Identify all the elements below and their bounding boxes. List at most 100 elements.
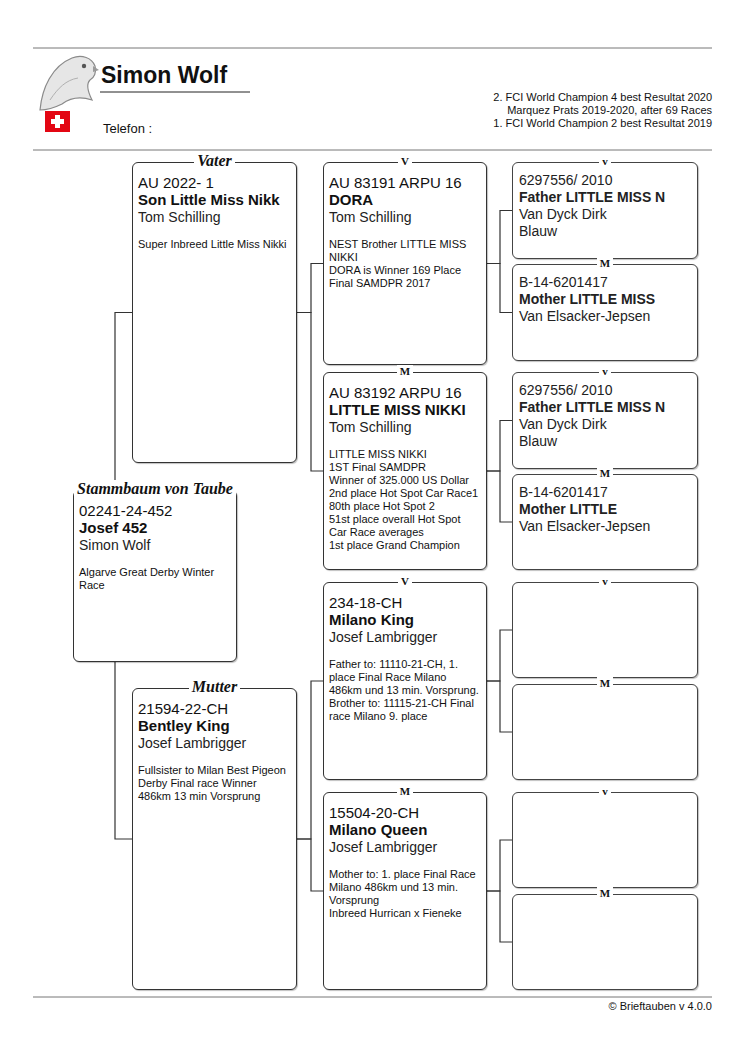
ring-number: 6297556/ 2010 (519, 382, 691, 399)
box-heading-holder: M (324, 364, 486, 378)
parent-box: V234-18-CHMilano KingJosef LambriggerFat… (323, 582, 487, 780)
ring-number: 15504-20-CH (329, 804, 480, 821)
box-heading-holder: Stammbaum von Taube (74, 480, 236, 498)
ancestor-box: v (512, 792, 698, 888)
pedigree-connector (487, 681, 512, 732)
box-heading-holder: V (324, 574, 486, 588)
box-heading-holder: M (513, 676, 697, 690)
note-text: DORA is Winner 169 Place Final SAMDPR 20… (329, 264, 480, 290)
note-text: Mother to: 1. place Final Race Milano 48… (329, 868, 480, 907)
breeder-name: Simon Wolf (79, 537, 230, 554)
pedigree-connector (487, 211, 512, 264)
pigeon-name: Josef 452 (79, 519, 230, 537)
ring-number: AU 83191 ARPU 16 (329, 174, 480, 191)
award-note: Marquez Prats 2019-2020, after 69 Races (507, 104, 712, 117)
box-heading-holder: v (513, 364, 697, 378)
pedigree-connector (487, 630, 512, 681)
breeder-name: Tom Schilling (138, 209, 290, 226)
box-heading-holder: v (513, 574, 697, 588)
pedigree-connector (297, 681, 323, 839)
box-heading: v (599, 785, 611, 797)
ancestor-box: v6297556/ 2010Father LITTLE MISS NVan Dy… (512, 372, 698, 469)
pedigree-connector (487, 471, 512, 522)
breeder-name: Van Elsacker-Jepsen (519, 308, 691, 325)
box-heading: v (599, 155, 611, 167)
ancestor-box: MB-14-6201417Mother LITTLEVan Elsacker-J… (512, 474, 698, 570)
box-heading-holder: M (513, 256, 697, 270)
box-heading: v (599, 365, 611, 377)
box-heading: v (599, 575, 611, 587)
box-heading-holder: M (324, 784, 486, 798)
parent-box: MAU 83192 ARPU 16LITTLE MISS NIKKITom Sc… (323, 372, 487, 570)
note-text: 2nd place Hot Spot Car Race1 (329, 487, 480, 500)
pigeon-name: Mother LITTLE MISS (519, 291, 691, 308)
breeder-name: Josef Lambrigger (329, 839, 480, 856)
box-heading-holder: V (324, 154, 486, 168)
note-text: NEST Brother LITTLE MISS NIKKI (329, 238, 480, 264)
header-rule (33, 48, 712, 49)
box-heading: M (597, 677, 613, 689)
note-text: LITTLE MISS NIKKI (329, 448, 480, 461)
parent-box: VAU 83191 ARPU 16DORATom SchillingNEST B… (323, 162, 487, 365)
box-heading-holder: M (513, 466, 697, 480)
breeder-name: Josef Lambrigger (329, 629, 480, 646)
box-heading-holder: M (513, 886, 697, 900)
note-text: Brother to: 11115-21-CH Final race Milan… (329, 697, 480, 723)
note-text: Inbreed Hurrican x Fieneke (329, 907, 480, 920)
ring-number: AU 2022- 1 (138, 174, 290, 191)
pedigree-connector (297, 264, 323, 313)
copyright: © Brieftauben v 4.0.0 (608, 1000, 712, 1013)
page-title: Simon Wolf (101, 62, 227, 89)
pedigree-box: VaterAU 2022- 1Son Little Miss NikkTom S… (132, 162, 297, 463)
ancestor-box: M (512, 894, 698, 990)
note-text: Winner of 325.000 US Dollar (329, 474, 480, 487)
ancestor-box: v (512, 582, 698, 678)
box-heading: M (397, 785, 413, 797)
pedigree-box: Stammbaum von Taube02241-24-452Josef 452… (73, 490, 237, 662)
award-note: 2. FCI World Champion 4 best Resultat 20… (493, 91, 712, 104)
box-heading-holder: v (513, 154, 697, 168)
breeder-name: Van Elsacker-Jepsen (519, 518, 691, 535)
ancestor-box: v6297556/ 2010Father LITTLE MISS NVan Dy… (512, 162, 698, 259)
ring-number: 21594-22-CH (138, 700, 290, 717)
award-note: 1. FCI World Champion 2 best Resultat 20… (493, 117, 712, 130)
box-heading: Vater (194, 152, 235, 169)
note-text: 1st place Grand Champion (329, 539, 480, 552)
ring-number: B-14-6201417 (519, 274, 691, 291)
pigeon-name: Son Little Miss Nikk (138, 191, 290, 209)
box-heading: V (398, 575, 412, 587)
ring-number: 6297556/ 2010 (519, 172, 691, 189)
ring-number: 02241-24-452 (79, 502, 230, 519)
swiss-flag (45, 111, 70, 132)
box-heading-holder: Vater (133, 152, 296, 170)
breeder-name: Tom Schilling (329, 209, 480, 226)
pedigree-connector (487, 421, 512, 472)
breeder-name: Blauw (519, 433, 691, 450)
pigeon-name: Bentley King (138, 717, 290, 735)
pedigree-connector (487, 891, 512, 942)
note-text: Fullsister to Milan Best Pigeon Derby Fi… (138, 764, 290, 803)
note-text: Algarve Great Derby Winter Race (79, 566, 230, 592)
pedigree-connector (297, 313, 323, 472)
pedigree-box: Mutter21594-22-CHBentley KingJosef Lambr… (132, 688, 297, 990)
box-heading: M (397, 365, 413, 377)
header-rule (33, 150, 712, 151)
breeder-name: Van Dyck Dirk (519, 416, 691, 433)
box-heading: M (597, 887, 613, 899)
breeder-name: Tom Schilling (329, 419, 480, 436)
parent-box: M15504-20-CHMilano QueenJosef Lambrigger… (323, 792, 487, 990)
pigeon-name: LITTLE MISS NIKKI (329, 401, 480, 419)
box-heading-holder: Mutter (133, 678, 296, 696)
box-heading: M (597, 467, 613, 479)
pigeon-name: Milano King (329, 611, 480, 629)
phone-label: Telefon : (103, 121, 152, 136)
footer-rule (33, 997, 712, 998)
ring-number: 234-18-CH (329, 594, 480, 611)
pigeon-name: Milano Queen (329, 821, 480, 839)
ring-number: B-14-6201417 (519, 484, 691, 501)
box-heading: V (398, 155, 412, 167)
breeder-name: Blauw (519, 223, 691, 240)
pedigree-connector (115, 313, 132, 491)
title-underline (100, 92, 250, 93)
